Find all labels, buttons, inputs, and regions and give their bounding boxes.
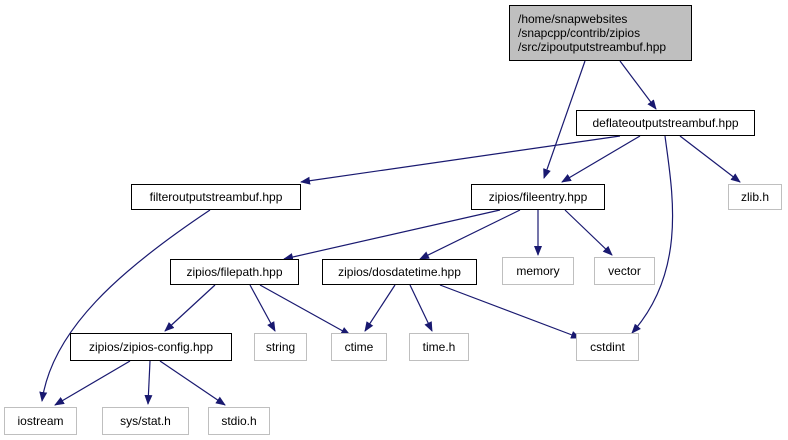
edge-root-to-fileentry	[543, 60, 586, 179]
node-label: deflateoutputstreambuf.hpp	[592, 116, 739, 130]
node-memory[interactable]: memory	[502, 257, 574, 285]
node-zlib[interactable]: zlib.h	[728, 184, 782, 210]
node-label: iostream	[17, 414, 64, 428]
node-iostream[interactable]: iostream	[4, 407, 77, 435]
node-filepath[interactable]: zipios/filepath.hpp	[170, 259, 299, 285]
edge-deflate-to-fileentry	[561, 135, 641, 183]
edge-fileentry-to-vector	[564, 209, 613, 256]
node-ctime[interactable]: ctime	[331, 333, 387, 361]
edge-filterout-to-iostream	[39, 209, 211, 402]
edge-filepath-to-string	[249, 284, 276, 332]
node-label: sys/stat.h	[120, 414, 171, 428]
edge-dosdatetime-to-ctime	[364, 284, 396, 332]
edge-root-to-deflate	[619, 60, 657, 110]
node-label: zipios/dosdatetime.hpp	[338, 265, 461, 279]
node-label: cstdint	[590, 340, 625, 354]
node-sys-stat[interactable]: sys/stat.h	[102, 407, 189, 435]
node-label: time.h	[422, 340, 456, 354]
node-zipios-config[interactable]: zipios/zipios-config.hpp	[70, 333, 232, 361]
node-label: stdio.h	[221, 414, 257, 428]
node-label: filteroutputstreambuf.hpp	[149, 190, 283, 204]
edge-fileentry-to-dosdatetime	[419, 209, 521, 260]
node-label: zipios/zipios-config.hpp	[88, 340, 214, 354]
root-line-3: /src/zipoutputstreambuf.hpp	[518, 40, 667, 54]
node-label: memory	[516, 264, 560, 278]
edge-filepath-to-ctime	[259, 284, 351, 336]
edge-dosdatetime-to-timeh	[409, 284, 433, 332]
root-line-2: /snapcpp/contrib/zipios	[518, 26, 641, 40]
node-label: zipios/fileentry.hpp	[488, 190, 588, 204]
node-time-h[interactable]: time.h	[409, 333, 469, 361]
node-label: vector	[608, 264, 641, 278]
node-dosdatetime[interactable]: zipios/dosdatetime.hpp	[322, 259, 477, 285]
edge-deflate-to-cstdint	[631, 135, 674, 334]
node-cstdint[interactable]: cstdint	[576, 333, 639, 361]
edge-fileentry-to-filepath	[283, 209, 501, 261]
edge-deflate-to-zlib	[679, 135, 741, 183]
edge-filepath-to-config	[164, 284, 216, 332]
node-vector[interactable]: vector	[594, 257, 655, 285]
edge-config-to-stdio	[159, 360, 226, 406]
edge-deflate-to-filterout	[300, 135, 621, 185]
node-fileentry[interactable]: zipios/fileentry.hpp	[471, 184, 605, 210]
node-string[interactable]: string	[254, 333, 307, 361]
edge-config-to-sysstat	[144, 360, 153, 405]
node-zipoutputstreambuf[interactable]: /home/snapwebsites /snapcpp/contrib/zipi…	[509, 5, 692, 61]
edge-dosdatetime-to-cstdint	[439, 284, 581, 339]
node-stdio[interactable]: stdio.h	[208, 407, 270, 435]
node-label: ctime	[344, 340, 374, 354]
node-label: zipios/filepath.hpp	[186, 265, 283, 279]
node-filteroutputstreambuf[interactable]: filteroutputstreambuf.hpp	[131, 184, 301, 210]
node-label: zlib.h	[740, 190, 769, 204]
node-deflateoutputstreambuf[interactable]: deflateoutputstreambuf.hpp	[576, 110, 755, 136]
node-label: string	[265, 340, 296, 354]
root-line-1: /home/snapwebsites	[518, 12, 628, 26]
edge-config-to-iostream	[54, 360, 131, 406]
